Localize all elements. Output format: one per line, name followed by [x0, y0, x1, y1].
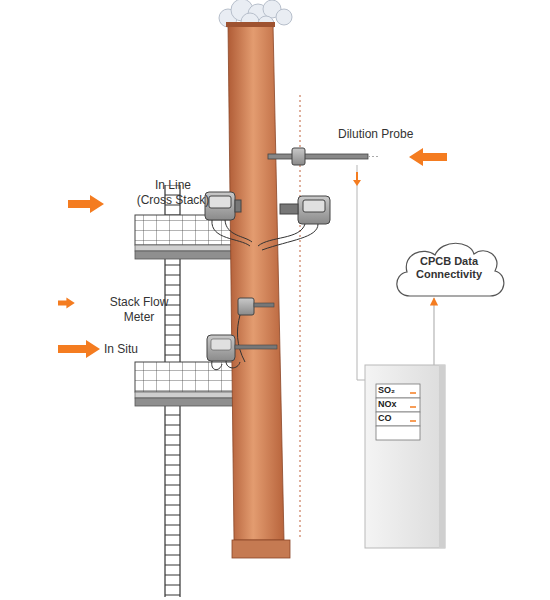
gas-cell: NOx	[376, 398, 420, 412]
node-text: CPCB Data Connectivity	[411, 255, 487, 281]
data-link	[433, 298, 434, 365]
cloud-node: CPCB Data Connectivity	[390, 238, 508, 298]
callout-label: In Line (Cross Stack)	[136, 178, 210, 208]
gas-name: SO₂	[376, 384, 420, 396]
gas-cell: CO	[376, 412, 420, 426]
gas-name: NOx	[376, 398, 420, 410]
callout-label: In Situ	[104, 342, 138, 357]
gas-name: CO	[376, 412, 420, 424]
cloud-shape	[397, 243, 504, 296]
analyzer-cabinet: SO₂ NOxCO	[365, 365, 445, 548]
callout-label: Stack Flow Meter	[108, 295, 170, 325]
gas-cell: SO₂	[376, 384, 420, 398]
callout-label: Dilution Probe	[338, 127, 413, 142]
